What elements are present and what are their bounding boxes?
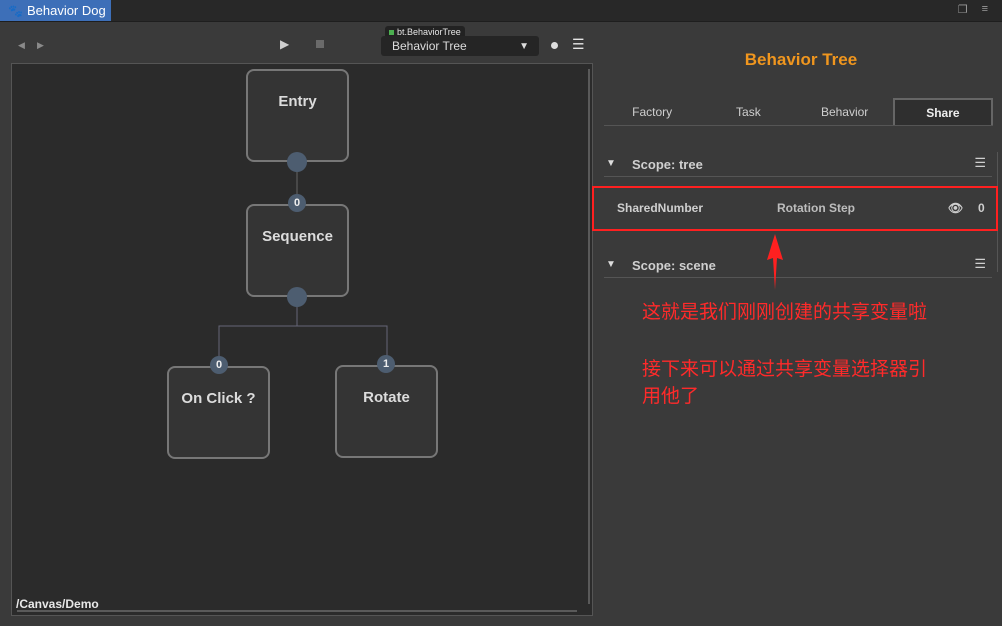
variable-type: Rotation Step	[777, 201, 855, 215]
restore-icon[interactable]: ❐	[957, 4, 968, 16]
forward-button[interactable]: ▶	[37, 40, 44, 50]
window-controls: ❐ ≡	[958, 3, 988, 16]
variable-value[interactable]: 0	[978, 201, 985, 215]
node-sequence-label: Sequence	[262, 228, 333, 245]
tree-type-tag: bt.BehaviorTree	[385, 26, 465, 38]
node-onclick-in-port[interactable]: 0	[210, 356, 228, 374]
collapse-triangle-icon[interactable]: ▼	[606, 259, 616, 270]
node-rotate-in-port[interactable]: 1	[377, 355, 395, 373]
node-rotate-label: Rotate	[363, 389, 410, 406]
horizontal-scrollbar[interactable]	[17, 610, 577, 612]
scope-tree-label: Scope: tree	[632, 157, 703, 172]
tab-task[interactable]: Task	[736, 104, 761, 119]
hamburger-menu-icon[interactable]: ☰	[572, 36, 585, 52]
scope-menu-icon[interactable]: ☰	[974, 256, 986, 271]
tree-type-label: bt.BehaviorTree	[397, 27, 461, 37]
canvas-path: /Canvas/Demo	[16, 597, 99, 611]
arrow-up-icon	[767, 234, 783, 290]
status-dot-icon	[389, 29, 394, 35]
tree-select[interactable]: Behavior Tree ▼	[381, 36, 539, 56]
tab-share[interactable]: Share	[892, 98, 993, 125]
node-entry[interactable]: Entry	[246, 69, 349, 162]
tab-factory[interactable]: Factory	[632, 104, 673, 119]
node-sequence-out-port[interactable]	[287, 287, 307, 307]
vertical-scrollbar[interactable]	[588, 69, 590, 604]
paw-icon: 🐾	[8, 3, 23, 18]
node-onclick-label: On Click ?	[181, 390, 256, 407]
chevron-down-icon: ▼	[519, 40, 529, 52]
node-sequence-in-port[interactable]: 0	[288, 194, 306, 212]
tab-behavior[interactable]: Behavior	[820, 104, 869, 119]
shared-variable-row[interactable]: SharedNumber Rotation Step 👁 0	[604, 190, 992, 226]
panel-title: Behavior Tree	[744, 50, 858, 69]
annotation-line-2: 接下来可以通过共享变量选择器引	[642, 359, 928, 380]
graph-canvas[interactable]: Entry Sequence 0 On Click ? 0 Rotate 1 /…	[11, 63, 593, 616]
window-tab[interactable]: 🐾 Behavior Dog	[0, 0, 111, 21]
node-entry-label: Entry	[278, 93, 317, 110]
collapse-triangle-icon[interactable]: ▼	[606, 158, 616, 169]
annotation-line-3: 用他了	[642, 386, 700, 407]
window-title: Behavior Dog	[26, 3, 106, 18]
record-button[interactable]	[551, 42, 558, 49]
tree-select-value: Behavior Tree	[392, 39, 467, 53]
node-onclick[interactable]: On Click ?	[167, 366, 270, 459]
annotation-line-1: 这就是我们刚刚创建的共享变量啦	[642, 302, 928, 323]
scope-scene-header[interactable]: ▼ Scope: scene ☰	[604, 255, 992, 278]
toolbar: ◀ ▶ ▶ bt.BehaviorTree Behavior Tree ▼ ☰	[0, 22, 600, 62]
panel-tabs: Factory Task Behavior Share	[604, 98, 993, 126]
play-button[interactable]: ▶	[280, 37, 290, 51]
right-panel: Behavior Tree Factory Task Behavior Shar…	[600, 22, 1002, 626]
node-rotate[interactable]: Rotate	[335, 365, 438, 458]
scope-menu-icon[interactable]: ☰	[974, 155, 986, 170]
title-bar: 🐾 Behavior Dog ❐ ≡	[0, 0, 1002, 22]
node-entry-out-port[interactable]	[287, 152, 307, 172]
back-button[interactable]: ◀	[18, 40, 25, 50]
stop-button[interactable]	[316, 40, 324, 48]
eye-icon[interactable]: 👁	[948, 201, 964, 215]
scope-tree-header[interactable]: ▼ Scope: tree ☰	[604, 154, 992, 177]
node-sequence[interactable]: Sequence	[246, 204, 349, 297]
scope-scene-label: Scope: scene	[632, 258, 716, 273]
menu-icon[interactable]: ≡	[981, 3, 988, 15]
highlight-box	[592, 186, 998, 231]
variable-name: SharedNumber	[617, 201, 704, 215]
